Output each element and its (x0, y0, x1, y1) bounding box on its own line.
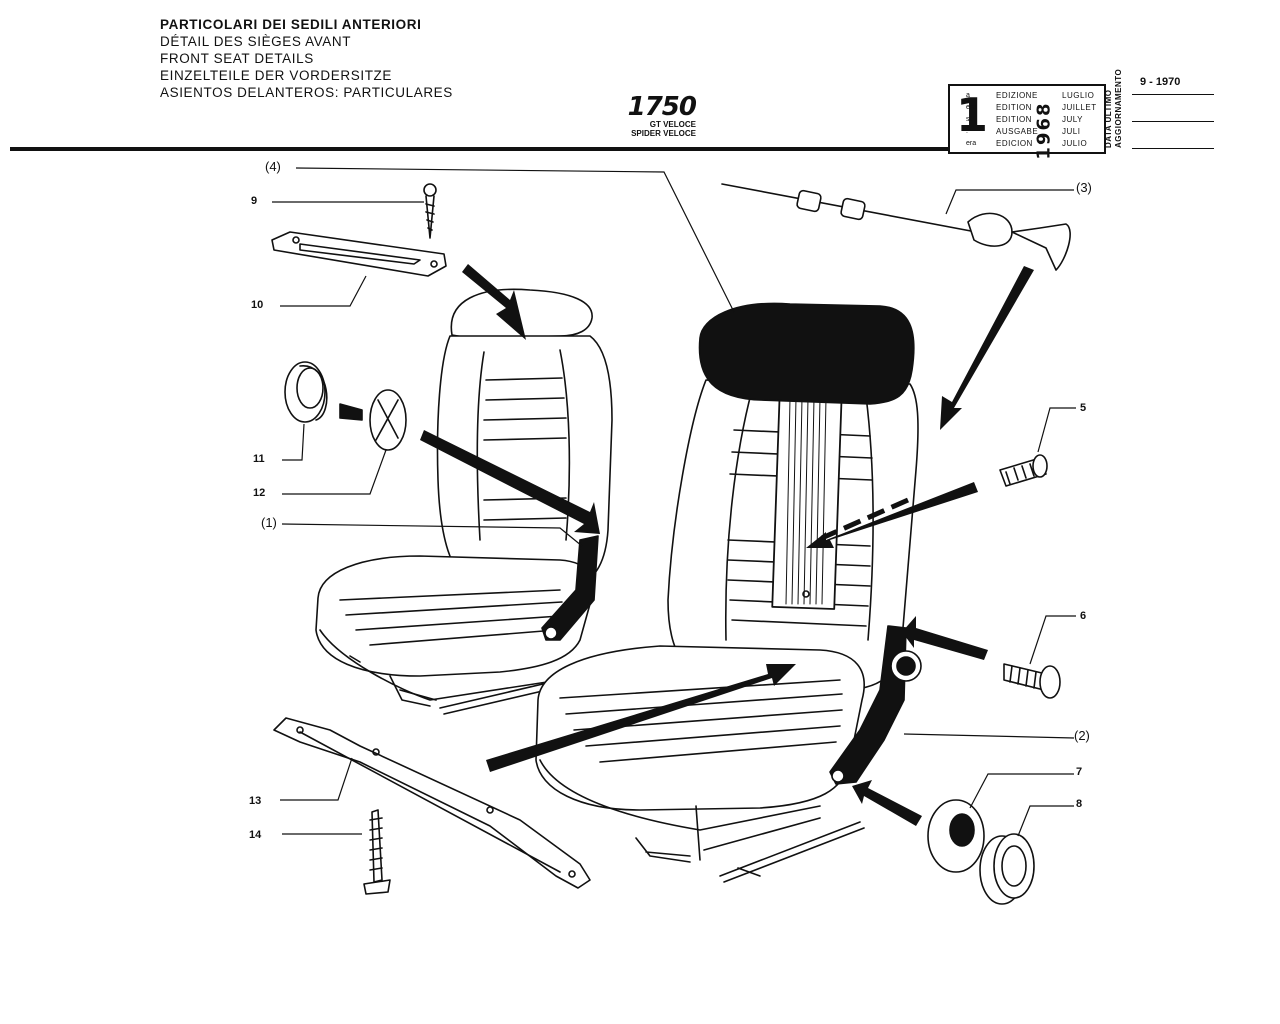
edition-ordinals: a ere st . era (966, 90, 976, 150)
update-line (1132, 94, 1214, 95)
ordinal-fr: ere (966, 104, 977, 111)
header-rule (10, 147, 948, 151)
part-8-cap (979, 833, 1035, 905)
callout-6: 6 (1080, 610, 1087, 622)
edition-box: 1 a ere st . era EDIZIONE EDITION EDITIO… (948, 84, 1106, 160)
ordinal-de: . (966, 128, 968, 135)
title-italian: PARTICOLARI DEI SEDILI ANTERIORI (160, 17, 422, 32)
callout-10: 10 (251, 299, 264, 311)
callout-2: (2) (1074, 728, 1090, 743)
callout-11: 11 (253, 453, 265, 465)
part-6-bolt (1003, 663, 1061, 699)
part-7-washer (927, 799, 985, 873)
callout-1: (1) (261, 515, 277, 530)
callout-9: 9 (251, 195, 258, 207)
part-12-knob (339, 389, 407, 451)
month-es: JULIO (1062, 139, 1088, 148)
update-line (1132, 148, 1214, 149)
callout-5: 5 (1080, 402, 1087, 414)
title-french: DÉTAIL DES SIÈGES AVANT (160, 34, 352, 49)
part-13-rail (273, 717, 591, 889)
edition-label-es: EDICION (996, 139, 1033, 148)
title-spanish: ASIENTOS DELANTEROS: PARTICULARES (160, 85, 453, 100)
month-en: JULY (1062, 115, 1083, 124)
title-german: EINZELTEILE DER VORDERSITZE (160, 68, 392, 83)
edition-labels: EDIZIONE EDITION EDITION AUSGABE EDICION (996, 90, 1038, 150)
month-fr: JUILLET (1062, 103, 1097, 112)
left-seat (315, 288, 613, 715)
model-variant-gt: GT VELOCE (649, 120, 696, 129)
ordinal-en: st (966, 116, 972, 123)
update-line (1132, 121, 1214, 122)
title-english: FRONT SEAT DETAILS (160, 51, 314, 66)
callout-7: 7 (1076, 766, 1083, 778)
callout-12: 12 (253, 487, 266, 499)
edition-months: LUGLIO JUILLET JULY JULI JULIO (1062, 90, 1097, 150)
part-14-bolt (363, 809, 391, 895)
part-10-plate (271, 231, 447, 277)
pointer-arrows (420, 264, 1034, 826)
model-variant-spider: SPIDER VELOCE (631, 129, 696, 138)
callout-13: 13 (249, 795, 262, 807)
ordinal-it: a (966, 92, 970, 99)
edition-label-en: EDITION (996, 115, 1032, 124)
part-5-bolt (999, 454, 1048, 487)
callout-14: 14 (249, 829, 262, 841)
month-it: LUGLIO (1062, 91, 1095, 100)
edition-number: 1 (956, 88, 989, 142)
callout-4: (4) (265, 159, 281, 174)
document-titles: PARTICOLARI DEI SEDILI ANTERIORI DÉTAIL … (160, 16, 453, 101)
part-11-knob (284, 361, 328, 423)
part-3-cable (721, 183, 1071, 271)
edition-label-fr: EDITION (996, 103, 1032, 112)
edition-label-de: AUSGABE (996, 127, 1039, 136)
part-9-screw (423, 183, 437, 239)
callout-3: (3) (1076, 180, 1092, 195)
right-seat (535, 302, 922, 883)
backrest-ribbing (785, 397, 827, 605)
model-name: 1750 (627, 92, 697, 122)
leader-lines (272, 167, 1076, 837)
edition-label-it: EDIZIONE (996, 91, 1038, 100)
model-logo: 1750 GT VELOCE SPIDER VELOCE (612, 92, 697, 138)
month-de: JULI (1062, 127, 1081, 136)
ordinal-es: era (966, 140, 977, 147)
callout-8: 8 (1076, 798, 1083, 810)
update-date: 9 - 1970 (1140, 76, 1181, 88)
